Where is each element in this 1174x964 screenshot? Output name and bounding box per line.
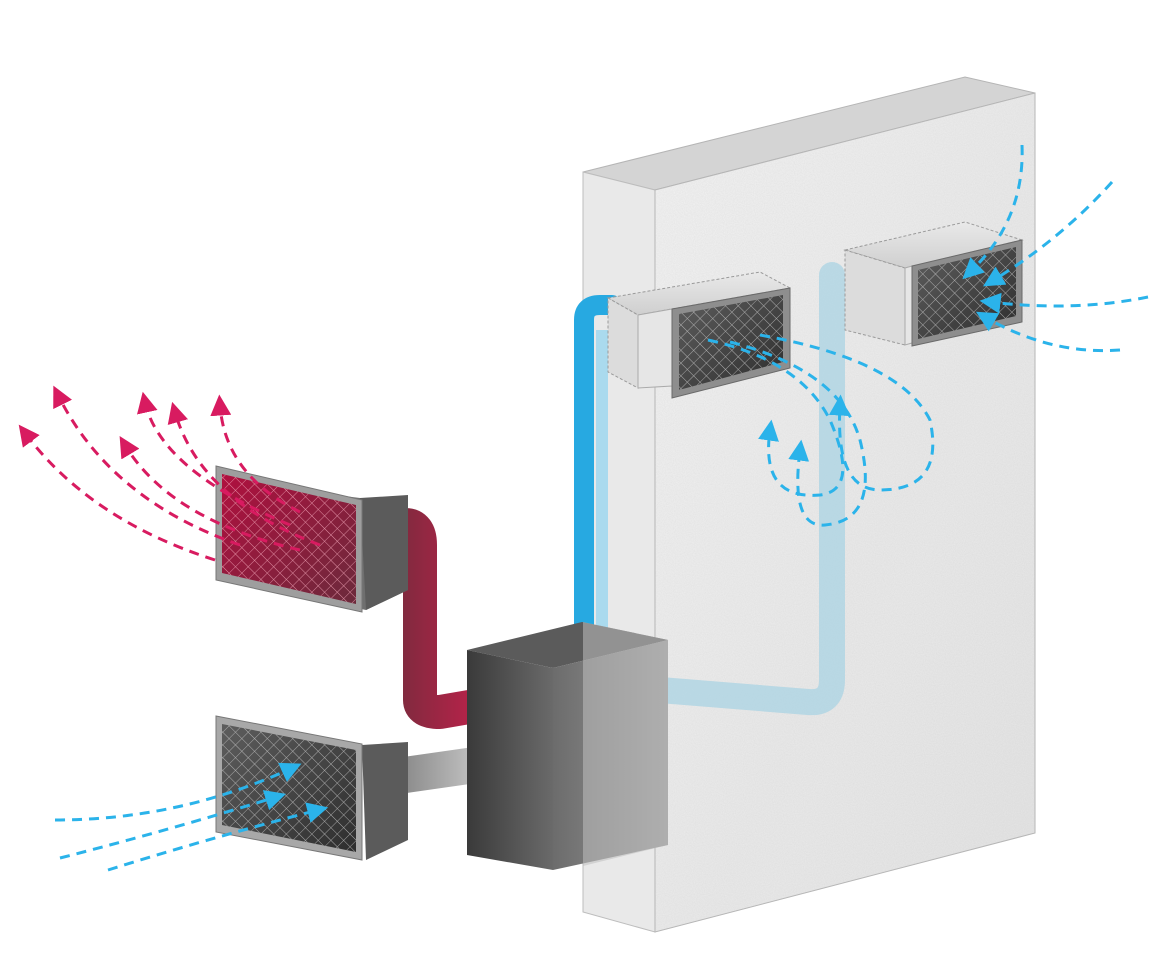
exhaust-grille-icon	[216, 466, 408, 612]
heat-recovery-unit-icon	[467, 622, 668, 870]
